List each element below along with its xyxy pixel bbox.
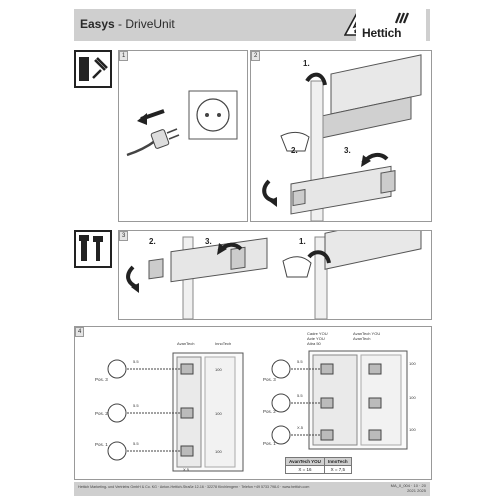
right-position-drawing (271, 350, 408, 450)
page-title: Easys - DriveUnit (80, 17, 175, 31)
position-label: Pos. 1 (263, 441, 276, 446)
dimension-label: 100 (409, 427, 416, 432)
dimension-label: X.5 (183, 467, 190, 472)
footer-address: Hettich Marketing- und Vertriebs GmbH & … (78, 485, 310, 489)
sub-step-label: 1. (303, 59, 310, 68)
dimension-label: 5.5 (297, 359, 303, 364)
step-number: 1 (119, 51, 129, 61)
dimension-label: 100 (215, 449, 222, 454)
sub-step-label: 1. (299, 237, 306, 246)
dimension-label: 5.5 (133, 441, 139, 446)
title-separator: - (114, 17, 126, 31)
dimension-label: 100 (215, 411, 222, 416)
table-header: InnoTech (323, 457, 352, 466)
dimension-label: X.5 (297, 425, 304, 430)
dimension-label: 100 (215, 367, 222, 372)
step-4-panel: 4 AvanTech InnoTech Pos. 3 Pos. 2 Pos. 1… (74, 326, 432, 480)
dimension-label: 5.5 (133, 403, 139, 408)
install-drive-unit-illustration (126, 231, 422, 319)
table-header: AvanTech YOU (285, 457, 325, 466)
step-2-panel: 2 1. 2. 3. (250, 50, 432, 222)
brand-name: Easys (80, 17, 115, 31)
right-heading-cadre: Cadre YOU Acte YOU Atira 50 (307, 331, 328, 346)
screwdriver-wrench-icon (74, 230, 112, 268)
left-heading-innotech: InnoTech (215, 341, 232, 346)
table-cell: X = 7,5 (323, 465, 352, 474)
document-code-line: MA_0_004 · 10 · 20 (390, 483, 426, 488)
position-label: Pos. 3 (263, 377, 276, 382)
table-cell: X = 16 (285, 465, 325, 474)
step-number: 4 (75, 327, 85, 337)
product-name: DriveUnit (125, 17, 175, 31)
step-number: 2 (251, 51, 261, 61)
document-code: MA_0_004 · 10 · 20 2021 2025 (391, 483, 426, 493)
step-number: 3 (119, 231, 129, 241)
step-1-panel: 1 (118, 50, 248, 222)
hettich-logo-icon (394, 12, 410, 24)
dimension-label: 5.5 (297, 393, 303, 398)
position-label: Pos. 2 (263, 409, 276, 414)
left-heading-avantech: AvanTech (177, 341, 195, 346)
position-label: Pos. 1 (95, 442, 108, 447)
unplug-power-illustration (126, 90, 238, 157)
left-position-drawing (107, 352, 244, 472)
position-label: Pos. 2 (95, 411, 108, 416)
step-3-panel: 3 2. 3. 1. (118, 230, 432, 320)
dimension-label: 100 (409, 395, 416, 400)
remove-drive-unit-illustration (262, 54, 422, 221)
sub-step-label: 3. (344, 146, 351, 155)
x-value-table: AvanTech YOU InnoTech X = 16 X = 7,5 (285, 457, 352, 474)
sub-step-label: 3. (205, 237, 212, 246)
position-label: Pos. 3 (95, 377, 108, 382)
logo-text: Hettich (362, 26, 402, 40)
sub-step-label: 2. (291, 146, 298, 155)
hettich-logo: Hettich (356, 9, 426, 41)
footer-bar: Hettich Marketing- und Vertriebs GmbH & … (74, 482, 430, 496)
right-heading-avantech: AvanTech YOU AvanTech (353, 331, 381, 341)
dimension-label: 100 (409, 361, 416, 366)
document-code-line: 2021 2025 (407, 488, 426, 493)
dimension-label: 5.5 (133, 359, 139, 364)
toolbox-icon (74, 50, 112, 88)
sub-step-label: 2. (149, 237, 156, 246)
